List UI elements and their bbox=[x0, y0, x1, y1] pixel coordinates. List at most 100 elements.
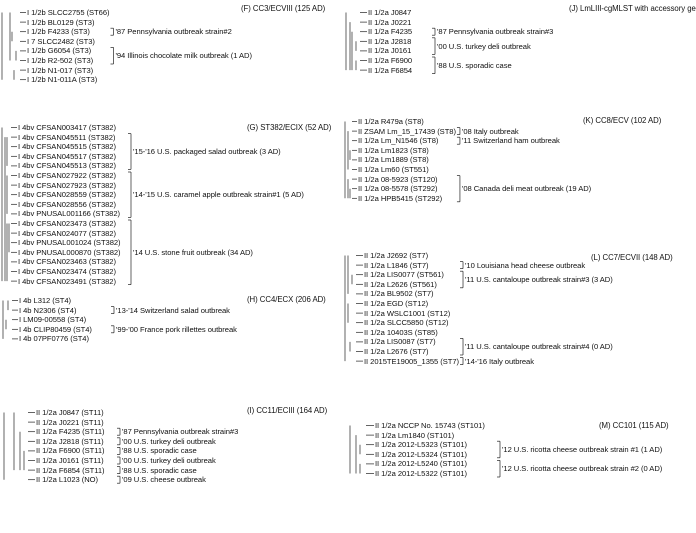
leaf-label: II 1/2a 08-5923 (ST120) bbox=[358, 174, 438, 184]
leaf-label: I 1/2b G6054 (ST3) bbox=[27, 46, 92, 56]
leaf-label: II 1/2a R479a (ST8) bbox=[358, 117, 424, 126]
outbreak-label: '14 U.S. stone fruit outbreak (34 AD) bbox=[133, 247, 253, 257]
leaf-label: II 1/2a L1846 (ST7) bbox=[364, 260, 429, 270]
leaf-label: I LM09-00558 (ST4) bbox=[19, 315, 87, 325]
outbreak-label: '08 Italy outbreak bbox=[461, 126, 519, 136]
leaf-label: II 1/2a 2012-L5323 (ST101) bbox=[375, 440, 467, 450]
outbreak-label: '88 U.S. sporadic case bbox=[437, 60, 512, 70]
leaf-label: II 1/2a 2012-L5322 (ST101) bbox=[375, 469, 467, 478]
panel-title: (K) CC8/ECV (102 AD) bbox=[583, 116, 662, 125]
leaf-label: I 4bv PNUSAL001024 (ST382) bbox=[18, 238, 121, 248]
leaf-label: I 4b CLIP80459 (ST4) bbox=[19, 324, 92, 334]
leaf-label: I 1/2b BL0129 (ST3) bbox=[27, 17, 95, 27]
leaf-label: I 1/2b SLCC2755 (ST66) bbox=[27, 8, 110, 17]
leaf-label: II 1/2a LIS0087 (ST7) bbox=[364, 337, 436, 347]
leaf-label: I 4bv CFSAN027923 (ST382) bbox=[18, 180, 116, 190]
leaf-label: I 7 SLCC2482 (ST3) bbox=[27, 36, 95, 46]
leaf-label: I 4bv CFSAN045513 (ST382) bbox=[18, 161, 116, 171]
outbreak-label: '88 U.S. sporadic case bbox=[122, 446, 197, 456]
leaf-label: II 1/2a J2692 (ST7) bbox=[364, 251, 429, 260]
outbreak-label: '11 U.S. cantaloupe outbreak strain#3 (3… bbox=[465, 275, 613, 284]
leaf-label: I 4bv CFSAN027922 (ST382) bbox=[18, 171, 116, 180]
leaf-label: I 4bv CFSAN024077 (ST382) bbox=[18, 228, 116, 238]
leaf-label: I 4bv CFSAN023491 (ST382) bbox=[18, 276, 116, 286]
leaf-label: II 1/2a Lm1889 (ST8) bbox=[358, 155, 429, 165]
outbreak-label: '09 U.S. cheese outbreak bbox=[122, 475, 206, 485]
outbreak-label: '10 Louisiana head cheese outbreak bbox=[465, 260, 586, 270]
panel-title: (H) CC4/ECX (206 AD) bbox=[247, 295, 326, 304]
outbreak-label: '00 U.S. turkey deli outbreak bbox=[122, 456, 216, 465]
leaf-label: I 4bv CFSAN028556 (ST382) bbox=[18, 199, 116, 209]
outbreak-label: '00 U.S. turkey deli outbreak bbox=[437, 41, 531, 51]
outbreak-label: '94 Illinois chocolate milk outbreak (1 … bbox=[115, 51, 252, 61]
panel-title: (G) ST382/ECIX (52 AD) bbox=[247, 123, 332, 132]
leaf-label: II 1/2a HPB5415 (ST292) bbox=[358, 193, 443, 203]
leaf-label: II 1/2a Lm1823 (ST8) bbox=[358, 145, 429, 155]
leaf-label: II 1/2a F6854 bbox=[368, 65, 413, 75]
outbreak-label: '15-'16 U.S. packaged salad outbreak (3 … bbox=[133, 147, 281, 156]
leaf-label: II 1/2a F6854 (ST11) bbox=[36, 465, 105, 475]
outbreak-label: '87 Pennsylvania outbreak strain#3 bbox=[122, 427, 239, 437]
leaf-label: I 4bv CFSAN045517 (ST382) bbox=[18, 151, 116, 161]
leaf-label: II 1/2a SLCC5850 (ST12) bbox=[364, 318, 449, 328]
leaf-label: II 1/2a Lm_N1546 (ST8) bbox=[358, 136, 439, 146]
leaf-label: II 1/2a 2012-L5240 (ST101) bbox=[375, 459, 467, 469]
leaf-label: II 1/2a J0221 bbox=[368, 17, 412, 27]
outbreak-label: '12 U.S. ricotta cheese outbreak strain … bbox=[502, 445, 663, 454]
leaf-label: II 1/2a 10403S (ST85) bbox=[364, 327, 438, 337]
leaf-label: II 2015TE19005_1355 (ST7) bbox=[364, 356, 460, 366]
panel-title: (J) LmLIII-cgMLST with accessory genes bbox=[569, 4, 696, 13]
outbreak-label: '00 U.S. turkey deli outbreak bbox=[122, 436, 216, 446]
outbreak-label: '87 Pennsylvania outbreak strain#2 bbox=[115, 27, 232, 37]
leaf-label: II 1/2a L1023 (NO) bbox=[36, 475, 98, 485]
leaf-label: II 1/2a Lm60 (ST551) bbox=[358, 165, 429, 174]
leaf-label: II 1/2a J0161 bbox=[368, 46, 412, 56]
leaf-label: I 1/2b N1-017 (ST3) bbox=[27, 65, 94, 75]
leaf-label: II 1/2a J2818 (ST11) bbox=[36, 436, 104, 446]
leaf-label: I 1/2b R2-502 (ST3) bbox=[27, 56, 94, 65]
leaf-label: I 4bv CFSAN028559 (ST382) bbox=[18, 190, 116, 200]
leaf-label: II 1/2a L2676 (ST7) bbox=[364, 347, 429, 356]
leaf-label: I 4bv CFSAN003417 (ST382) bbox=[18, 123, 116, 132]
leaf-label: II 1/2a F6900 (ST11) bbox=[36, 446, 105, 456]
leaf-label: II ZSAM Lm_15_17439 (ST8) bbox=[358, 126, 456, 136]
leaf-label: II 1/2a WSLC1001 (ST12) bbox=[364, 308, 451, 318]
leaf-label: I 4bv CFSAN023474 (ST382) bbox=[18, 267, 116, 276]
panel-title: (F) CC3/ECVIII (125 AD) bbox=[241, 4, 326, 13]
outbreak-label: '12 U.S. ricotta cheese outbreak strain … bbox=[502, 464, 663, 474]
outbreak-label: '88 U.S. sporadic case bbox=[122, 465, 197, 475]
leaf-label: I 4bv CFSAN045511 (ST382) bbox=[18, 132, 116, 142]
leaf-label: I 4b L312 (ST4) bbox=[19, 296, 72, 305]
leaf-label: I 4bv CFSAN045515 (ST382) bbox=[18, 142, 116, 152]
outbreak-label: '08 Canada deli meat outbreak (19 AD) bbox=[461, 184, 592, 194]
leaf-label: II 1/2a NCCP No. 15743 (ST101) bbox=[375, 421, 485, 430]
panel-title: (L) CC7/ECVII (148 AD) bbox=[591, 253, 673, 262]
leaf-label: II 1/2a Lm1840 (ST101) bbox=[375, 430, 455, 440]
outbreak-label: '11 Switzerland ham outbreak bbox=[461, 136, 560, 146]
outbreak-label: '14-'16 Italy outbreak bbox=[465, 356, 534, 366]
leaf-label: II 1/2a F4235 (ST11) bbox=[36, 427, 105, 437]
outbreak-label: '99-'00 France pork rillettes outbreak bbox=[116, 324, 237, 334]
outbreak-label: '13-'14 Switzerland salad outbreak bbox=[116, 305, 230, 315]
leaf-label: II 1/2a F6900 bbox=[368, 56, 413, 65]
leaf-label: II 1/2a EGD (ST12) bbox=[364, 299, 429, 308]
leaf-label: II 1/2a J0847 (ST11) bbox=[36, 408, 104, 417]
outbreak-label: '14-'15 U.S. caramel apple outbreak stra… bbox=[133, 190, 304, 200]
leaf-label: II 1/2a 08-5578 (ST292) bbox=[358, 184, 438, 194]
leaf-label: I 4bv PNUSAL001166 (ST382) bbox=[18, 209, 120, 219]
leaf-label: I 4bv CFSAN023473 (ST382) bbox=[18, 219, 116, 228]
leaf-label: I 4bv CFSAN023463 (ST382) bbox=[18, 257, 116, 267]
leaf-label: I 4b N2306 (ST4) bbox=[19, 305, 77, 315]
leaf-label: I 4bv PNUSAL000870 (ST382) bbox=[18, 247, 121, 257]
leaf-label: II 1/2a J0221 (ST11) bbox=[36, 417, 104, 427]
leaf-label: II 1/2a J0847 bbox=[368, 8, 412, 17]
leaf-label: II 1/2a J0161 (ST11) bbox=[36, 456, 104, 465]
leaf-label: II 1/2a J2818 bbox=[368, 36, 412, 46]
leaf-label: II 1/2a LIS0077 (ST561) bbox=[364, 270, 444, 280]
leaf-label: II 1/2a L2626 (ST561) bbox=[364, 279, 437, 289]
leaf-label: I 4b 07PF0776 (ST4) bbox=[19, 334, 89, 344]
leaf-label: I 1/2b N1-011A (ST3) bbox=[27, 75, 98, 85]
panel-title: (I) CC11/ECIII (164 AD) bbox=[247, 406, 328, 415]
